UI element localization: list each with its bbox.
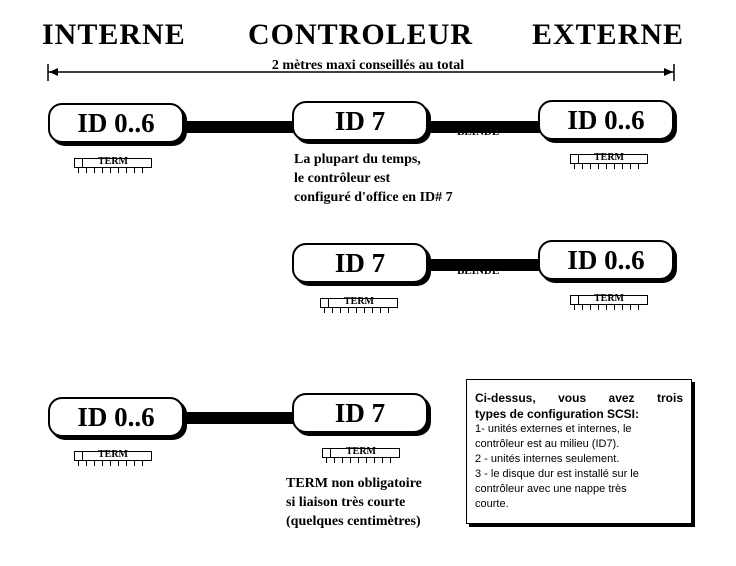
terminator-note: TERM non obligatoire si liaison très cou… bbox=[286, 476, 422, 529]
controller-box: ID 7 bbox=[292, 101, 428, 141]
internal-device-box: ID 0..6 bbox=[48, 397, 184, 437]
terminator-external: TERM bbox=[570, 293, 648, 310]
terminator-label: TERM bbox=[594, 293, 624, 304]
shielded-cable bbox=[428, 259, 544, 271]
shielded-cable-label: BLINDE bbox=[457, 126, 500, 138]
controller-note: La plupart du temps, le contrôleur est c… bbox=[294, 152, 453, 205]
info-box-line: courte. bbox=[475, 498, 509, 510]
external-device-box: ID 0..6 bbox=[538, 100, 674, 140]
controller-box: ID 7 bbox=[292, 243, 428, 283]
info-box-title-line2: types de configuration SCSI: bbox=[475, 407, 640, 421]
terminator-internal: TERM bbox=[74, 449, 152, 466]
terminator-label: TERM bbox=[346, 446, 376, 457]
info-box-line: 3 - le disque dur est installé sur le bbox=[475, 468, 639, 480]
terminator-controller: TERM bbox=[320, 296, 398, 313]
controller-box: ID 7 bbox=[292, 393, 428, 433]
info-box-line: 1- unités externes et internes, le bbox=[475, 423, 632, 435]
terminator-label: TERM bbox=[594, 152, 624, 163]
dimension-label: 2 mètres maxi conseillés au total bbox=[271, 58, 465, 73]
terminator-label: TERM bbox=[98, 449, 128, 460]
info-box-line: 2 - unités internes seulement. bbox=[475, 453, 620, 465]
shielded-cable bbox=[428, 121, 544, 133]
terminator-label: TERM bbox=[344, 296, 374, 307]
info-box-title-line1: Ci-dessus, vous avez trois bbox=[475, 391, 683, 405]
header-externe: EXTERNE bbox=[532, 18, 685, 51]
terminator-internal: TERM bbox=[74, 156, 152, 173]
header-controleur: CONTROLEUR bbox=[248, 18, 474, 51]
info-box-line: contrôleur est au milieu (ID7). bbox=[475, 438, 620, 450]
header-interne: INTERNE bbox=[42, 18, 186, 51]
terminator-external: TERM bbox=[570, 152, 648, 169]
terminator-controller: TERM bbox=[322, 446, 400, 463]
shielded-cable-label: BLINDE bbox=[457, 265, 500, 277]
info-box: Ci-dessus, vous avez trois types de conf… bbox=[466, 379, 692, 524]
terminator-label: TERM bbox=[98, 156, 128, 167]
external-device-box: ID 0..6 bbox=[538, 240, 674, 280]
info-box-line: contrôleur avec une nappe très bbox=[475, 483, 627, 495]
internal-cable bbox=[180, 412, 296, 424]
internal-cable bbox=[180, 121, 296, 133]
internal-device-box: ID 0..6 bbox=[48, 103, 184, 143]
